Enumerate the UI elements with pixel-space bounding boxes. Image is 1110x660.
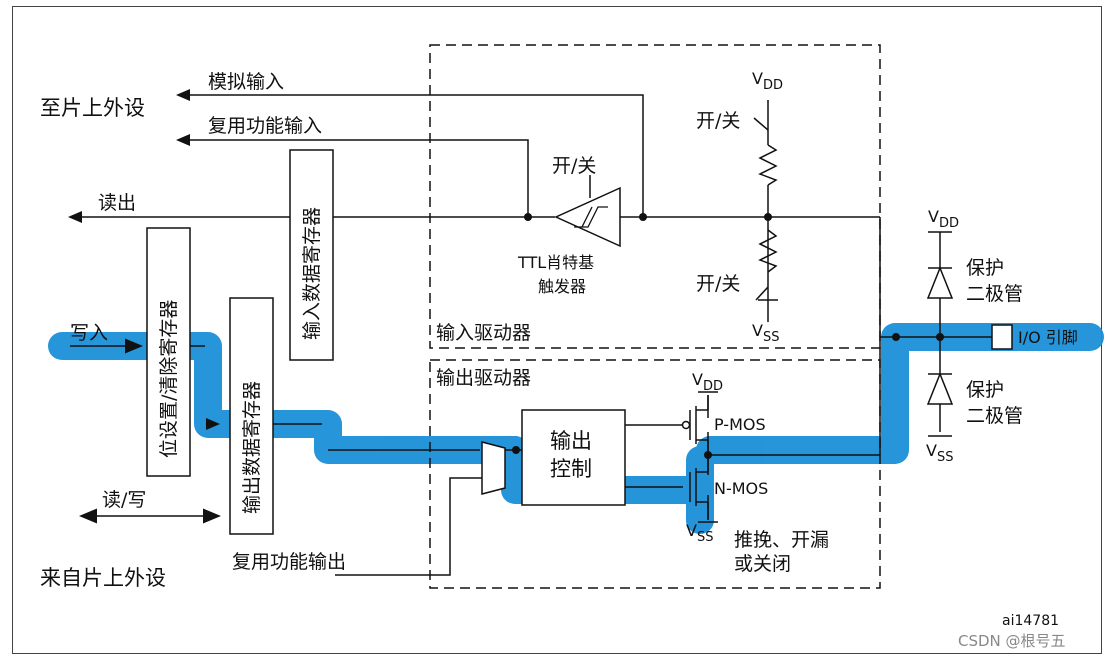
input-driver-label: 输入驱动器 xyxy=(436,322,531,344)
vdd-mos-label: VDD xyxy=(692,370,723,394)
bit-set-reset-register xyxy=(146,227,191,477)
input-data-register-label: 输入数据寄存器 xyxy=(301,207,323,340)
push-pull-label-1: 推挽、开漏 xyxy=(734,529,829,551)
ttl-schmitt-label-2: 触发器 xyxy=(538,277,586,296)
protection-diode-top xyxy=(926,231,954,299)
analog-input-line xyxy=(188,94,644,217)
output-driver-box xyxy=(429,359,881,589)
alt-func-input-label: 复用功能输入 xyxy=(208,115,322,137)
vss-prot-label: VSS xyxy=(926,441,953,465)
input-driver-box xyxy=(429,44,881,349)
analog-input-label: 模拟输入 xyxy=(208,71,284,93)
p-mos-label: P-MOS xyxy=(714,415,766,434)
output-data-register xyxy=(229,297,274,535)
p-mos-transistor xyxy=(681,391,718,455)
io-pin-pad xyxy=(991,324,1013,350)
bit-set-reset-register-label: 位设置/清除寄存器 xyxy=(158,300,180,458)
pull-down xyxy=(755,229,778,322)
protection-diode-bottom xyxy=(926,371,954,437)
alt-func-input-line xyxy=(188,139,529,217)
output-control-box xyxy=(521,409,626,506)
io-pin-label: I/O 引脚 xyxy=(1018,328,1078,347)
output-driver-label: 输出驱动器 xyxy=(436,367,531,389)
vss-mid-label: VSS xyxy=(752,321,779,345)
n-mos-label: N-MOS xyxy=(714,479,768,498)
input-data-register xyxy=(289,149,334,361)
output-mux xyxy=(481,441,506,495)
n-mos-transistor xyxy=(689,455,718,523)
output-control-label-2: 控制 xyxy=(550,457,592,481)
ttl-switch-label: 开/关 xyxy=(552,155,596,177)
ttl-schmitt-label-1: TTL肖特基 xyxy=(517,253,594,272)
output-data-register-label: 输出数据寄存器 xyxy=(241,381,263,514)
protect-diode-bottom-label-1: 保护 xyxy=(966,379,1004,401)
read-out-label: 读出 xyxy=(98,192,136,214)
protect-diode-bottom-label-2: 二极管 xyxy=(966,405,1023,427)
schmitt-trigger xyxy=(554,175,621,248)
watermark: CSDN @根号五 xyxy=(958,632,1066,650)
vdd-prot-label: VDD xyxy=(928,207,959,231)
push-pull-label-2: 或关闭 xyxy=(734,553,791,575)
protect-diode-top-label-2: 二极管 xyxy=(966,283,1023,305)
reference-code: ai14781 xyxy=(1002,613,1059,629)
protect-diode-top-label-1: 保护 xyxy=(966,257,1004,279)
pulldown-switch-label: 开/关 xyxy=(696,273,740,295)
read-out-arrow xyxy=(68,211,82,223)
read-write-label: 读/写 xyxy=(102,489,146,511)
pullup-switch-label: 开/关 xyxy=(696,110,740,132)
alt-func-output-label: 复用功能输出 xyxy=(232,551,346,573)
to-peripheral-label: 至片上外设 xyxy=(40,96,145,120)
output-control-label-1: 输出 xyxy=(550,429,592,453)
write-in-label: 写入 xyxy=(70,322,108,344)
analog-input-arrow xyxy=(176,89,190,101)
vdd-top-label: VDD xyxy=(752,69,783,93)
alt-func-input-arrow xyxy=(176,134,190,146)
vss-mos-label: VSS xyxy=(686,521,713,545)
pull-up xyxy=(753,117,778,186)
from-peripheral-label: 来自片上外设 xyxy=(40,566,166,590)
